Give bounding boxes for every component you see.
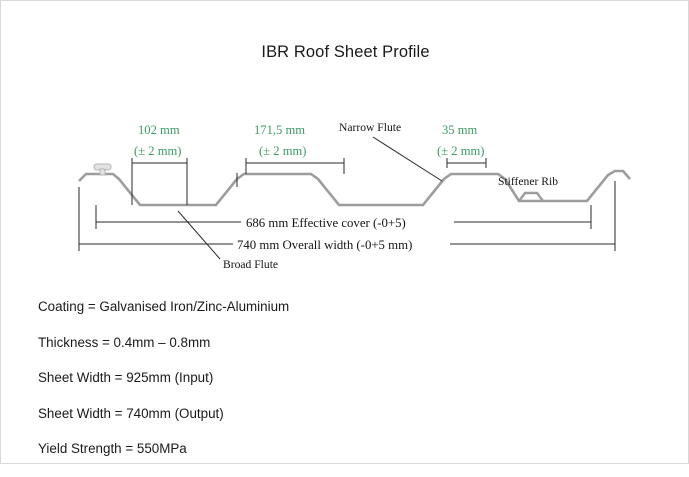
stiffener-rib-shape <box>518 191 544 202</box>
spec-sheet-width-input: Sheet Width = 925mm (Input) <box>38 370 214 385</box>
dimension-102mm: 102 mm (± 2 mm) <box>131 123 188 205</box>
callout-narrow-flute-label: Narrow Flute <box>339 121 401 134</box>
callout-broad-flute: Broad Flute <box>177 210 278 271</box>
dimension-171-5mm-value: 171,5 mm <box>254 123 305 137</box>
spec-coating: Coating = Galvanised Iron/Zinc-Aluminium <box>38 299 290 314</box>
fastener-icon <box>93 163 112 176</box>
dimension-effective-cover: 686 mm Effective cover (-0+5) <box>95 205 592 230</box>
dimension-102mm-tolerance: (± 2 mm) <box>134 144 182 158</box>
spec-yield-strength: Yield Strength = 550MPa <box>38 441 187 456</box>
callout-broad-flute-label: Broad Flute <box>223 258 278 271</box>
roof-profile-drawing: 102 mm (± 2 mm) 171,5 mm (± 2 mm) 35 mm … <box>78 121 631 271</box>
dimension-171-5mm: 171,5 mm (± 2 mm) <box>245 123 345 174</box>
sheet-profile-outline <box>78 169 631 207</box>
spec-thickness: Thickness = 0.4mm – 0.8mm <box>38 334 211 350</box>
callout-stiffener-rib-label: Stiffener Rib <box>498 175 558 188</box>
specification-list: Coating = Galvanised Iron/Zinc-Aluminium… <box>38 299 458 477</box>
dimension-102mm-value: 102 mm <box>138 123 180 137</box>
dimension-35mm-tolerance: (± 2 mm) <box>437 144 485 158</box>
diagram-page: IBR Roof Sheet Profile 102 mm (± 2 mm) 1… <box>0 0 689 464</box>
callout-narrow-flute: Narrow Flute <box>339 121 443 182</box>
dimension-171-5mm-tolerance: (± 2 mm) <box>259 144 307 158</box>
effective-cover-label: 686 mm Effective cover (-0+5) <box>246 216 406 230</box>
dimension-overall-width: 740 mm Overall width (-0+5 mm) <box>78 181 616 252</box>
dimension-35mm: 35 mm (± 2 mm) <box>437 123 487 168</box>
dimension-35mm-value: 35 mm <box>442 123 478 137</box>
page-title: IBR Roof Sheet Profile <box>261 43 430 61</box>
overall-width-label: 740 mm Overall width (-0+5 mm) <box>237 238 412 252</box>
spec-sheet-width-output: Sheet Width = 740mm (Output) <box>38 405 224 421</box>
